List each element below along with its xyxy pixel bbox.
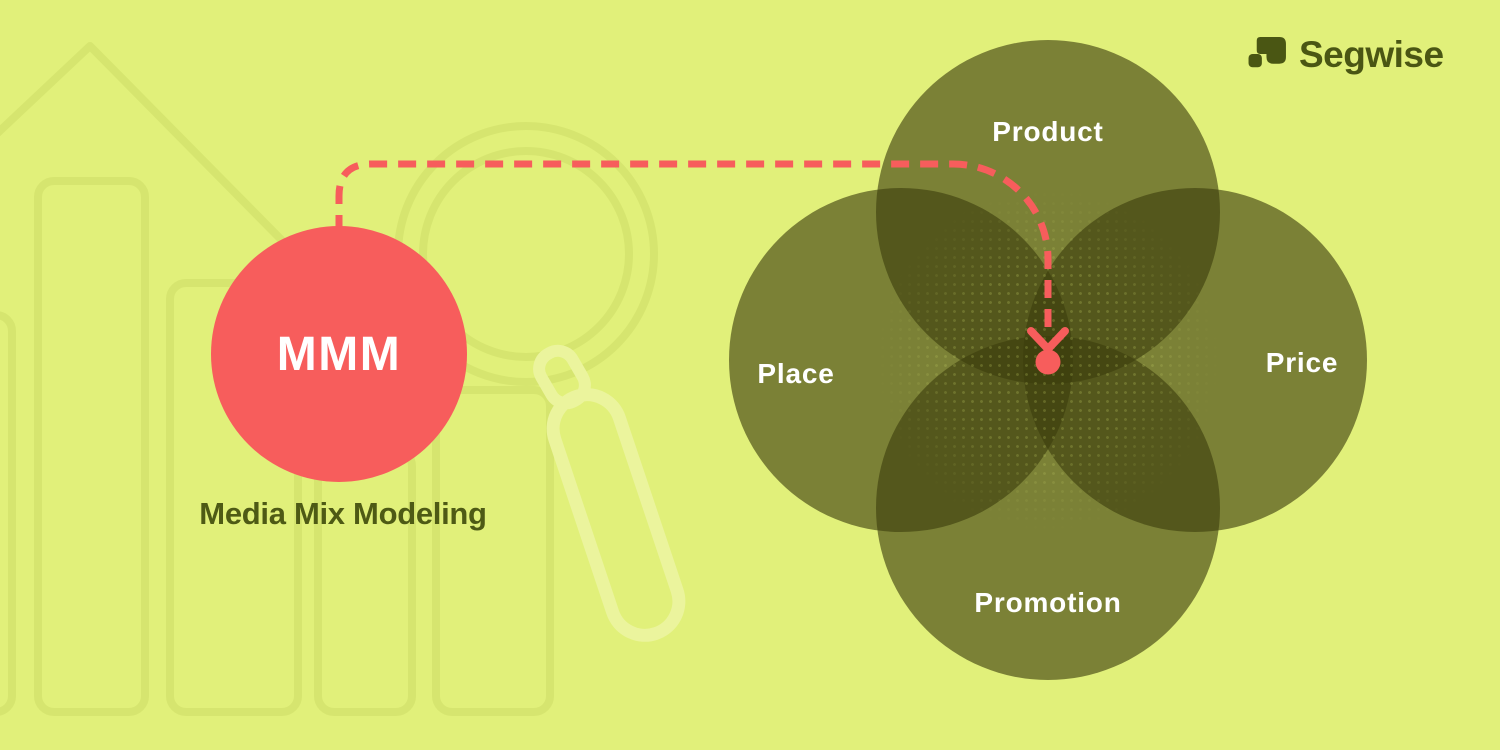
center-target-dot: [1035, 349, 1061, 375]
bar-chart-icon: [0, 311, 16, 716]
venn-label-product: Product: [992, 116, 1104, 147]
magnifier-handle-icon: [546, 388, 686, 642]
mmm-caption: Media Mix Modeling: [199, 496, 487, 531]
venn-circle-promotion: [876, 336, 1220, 680]
magnifier-lens-icon: [419, 147, 633, 361]
mmm-abbr: MMM: [276, 327, 402, 381]
mmm-node: MMM: [211, 226, 467, 482]
brand-name: Segwise: [1299, 34, 1444, 75]
bar-chart-icon: [432, 386, 554, 716]
venn-label-price: Price: [1265, 347, 1339, 378]
segwise-logo: Segwise: [1247, 34, 1444, 76]
segwise-mark-icon: [1248, 36, 1286, 67]
dashed-connector-line: [335, 160, 1052, 329]
venn-label-promotion: Promotion: [974, 587, 1122, 618]
arrowhead-icon: [1027, 327, 1069, 353]
bar-chart-icon: [34, 177, 149, 716]
venn-label-place: Place: [757, 358, 835, 389]
